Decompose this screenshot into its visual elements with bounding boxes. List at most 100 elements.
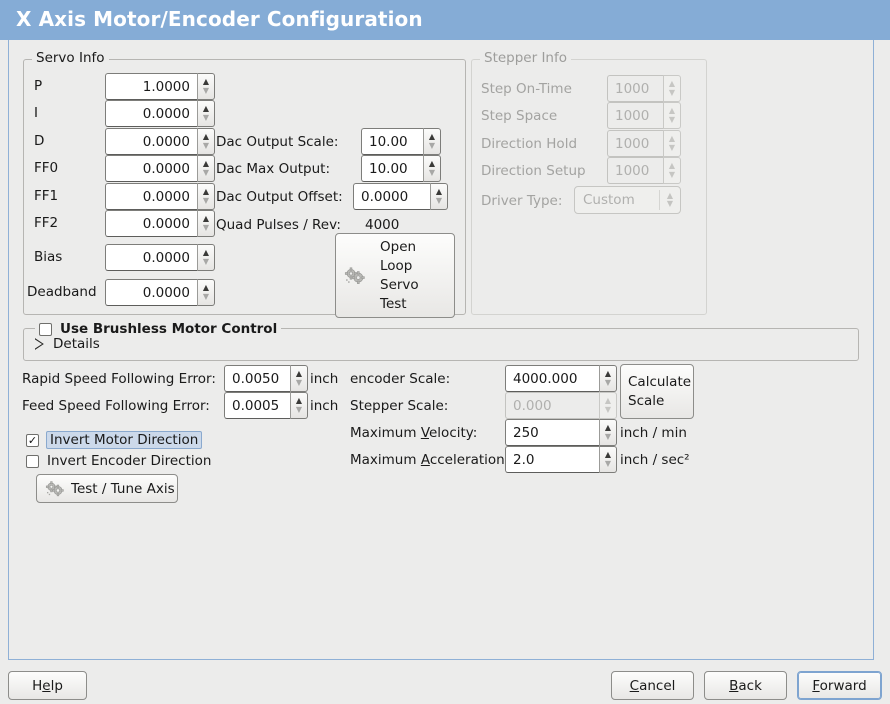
rapid-following-error-value[interactable]: 0.0050 bbox=[224, 365, 290, 392]
servo-input-d-spinner[interactable]: ▲▼ bbox=[197, 128, 215, 155]
encoder-scale-spinner[interactable]: ▲▼ bbox=[599, 365, 617, 392]
spin-down-icon[interactable]: ▼ bbox=[202, 256, 210, 266]
servo-input-ff0[interactable]: 0.0000 ▲▼ bbox=[105, 155, 215, 182]
spin-up-icon[interactable]: ▲ bbox=[668, 133, 676, 143]
spin-down-icon[interactable]: ▼ bbox=[202, 140, 210, 150]
invert-encoder-direction-checkbox[interactable]: Invert Encoder Direction bbox=[26, 453, 211, 469]
stepper-step-on-time-value[interactable]: 1000 bbox=[607, 75, 663, 102]
stepper-direction-setup-value[interactable]: 1000 bbox=[607, 157, 663, 184]
servo-input-ff1[interactable]: 0.0000 ▲▼ bbox=[105, 183, 215, 210]
stepper-step-on-time-spinner[interactable]: ▲▼ bbox=[663, 75, 681, 102]
spin-up-icon[interactable]: ▲ bbox=[202, 213, 210, 223]
help-button[interactable]: Help bbox=[8, 671, 87, 700]
spin-up-icon[interactable]: ▲ bbox=[435, 186, 443, 196]
spin-up-icon[interactable]: ▲ bbox=[202, 131, 210, 141]
spin-down-icon[interactable]: ▼ bbox=[202, 291, 210, 301]
feed-following-error-spinner[interactable]: ▲▼ bbox=[290, 392, 308, 419]
spin-up-icon[interactable]: ▲ bbox=[202, 76, 210, 86]
details-expander[interactable]: Details bbox=[35, 336, 100, 352]
spin-up-icon[interactable]: ▲ bbox=[428, 131, 436, 141]
dac-output-scale-value[interactable]: 10.00 bbox=[361, 128, 423, 155]
stepper-direction-setup-spinner[interactable]: ▲▼ bbox=[663, 157, 681, 184]
rapid-following-error-input[interactable]: 0.0050 ▲▼ bbox=[224, 365, 308, 392]
servo-input-bias[interactable]: 0.0000 ▲▼ bbox=[105, 244, 215, 271]
chevron-updown-icon[interactable]: ▲▼ bbox=[666, 191, 674, 208]
spin-up-icon[interactable]: ▲ bbox=[202, 186, 210, 196]
invert-motor-direction-checkbox[interactable]: ✓ Invert Motor Direction bbox=[26, 431, 203, 449]
spin-down-icon[interactable]: ▼ bbox=[428, 140, 436, 150]
servo-input-ff1-spinner[interactable]: ▲▼ bbox=[197, 183, 215, 210]
back-button[interactable]: Back bbox=[704, 671, 787, 700]
servo-input-ff0-value[interactable]: 0.0000 bbox=[105, 155, 197, 182]
spin-up-icon[interactable]: ▲ bbox=[295, 395, 303, 405]
maximum-velocity-spinner[interactable]: ▲▼ bbox=[599, 419, 617, 446]
servo-input-ff2[interactable]: 0.0000 ▲▼ bbox=[105, 210, 215, 237]
forward-button[interactable]: Forward bbox=[797, 671, 882, 700]
encoder-scale-value[interactable]: 4000.000 bbox=[505, 365, 599, 392]
servo-input-ff2-spinner[interactable]: ▲▼ bbox=[197, 210, 215, 237]
stepper-step-space-spinner[interactable]: ▲▼ bbox=[663, 102, 681, 129]
spin-up-icon[interactable]: ▲ bbox=[604, 422, 612, 432]
spin-up-icon[interactable]: ▲ bbox=[668, 105, 676, 115]
servo-input-i-spinner[interactable]: ▲▼ bbox=[197, 100, 215, 127]
feed-following-error-input[interactable]: 0.0005 ▲▼ bbox=[224, 392, 308, 419]
stepper-scale-value[interactable]: 0.000 bbox=[505, 392, 599, 419]
encoder-scale-input[interactable]: 4000.000 ▲▼ bbox=[505, 365, 617, 392]
servo-input-ff0-spinner[interactable]: ▲▼ bbox=[197, 155, 215, 182]
open-loop-servo-test-button[interactable]: Open Loop Servo Test bbox=[335, 233, 455, 318]
servo-input-i[interactable]: 0.0000 ▲▼ bbox=[105, 100, 215, 127]
servo-input-p-value[interactable]: 1.0000 bbox=[105, 73, 197, 100]
spin-up-icon[interactable]: ▲ bbox=[202, 282, 210, 292]
servo-input-deadband-value[interactable]: 0.0000 bbox=[105, 279, 197, 306]
spin-down-icon[interactable]: ▼ bbox=[295, 404, 303, 414]
servo-input-p-spinner[interactable]: ▲▼ bbox=[197, 73, 215, 100]
spin-up-icon[interactable]: ▲ bbox=[295, 368, 303, 378]
spin-up-icon[interactable]: ▲ bbox=[668, 78, 676, 88]
feed-following-error-value[interactable]: 0.0005 bbox=[224, 392, 290, 419]
driver-type-value[interactable]: Custom bbox=[583, 192, 635, 208]
spin-down-icon[interactable]: ▼ bbox=[202, 195, 210, 205]
checkbox-box[interactable] bbox=[26, 454, 39, 468]
spin-up-icon[interactable]: ▲ bbox=[604, 395, 612, 405]
stepper-direction-hold-spinner[interactable]: ▲▼ bbox=[663, 130, 681, 157]
test-tune-axis-button[interactable]: Test / Tune Axis bbox=[36, 474, 178, 503]
dac-max-output-input[interactable]: 10.00 ▲▼ bbox=[361, 155, 441, 182]
spin-down-icon[interactable]: ▼ bbox=[668, 169, 676, 179]
spin-down-icon[interactable]: ▼ bbox=[202, 167, 210, 177]
stepper-input-step-space[interactable]: 1000 ▲▼ bbox=[607, 102, 681, 129]
dac-max-output-spinner[interactable]: ▲▼ bbox=[423, 155, 441, 182]
servo-input-ff2-value[interactable]: 0.0000 bbox=[105, 210, 197, 237]
stepper-scale-spinner[interactable]: ▲▼ bbox=[599, 392, 617, 419]
stepper-input-direction-setup[interactable]: 1000 ▲▼ bbox=[607, 157, 681, 184]
stepper-input-step-on-time[interactable]: 1000 ▲▼ bbox=[607, 75, 681, 102]
maximum-acceleration-value[interactable]: 2.0 bbox=[505, 446, 599, 473]
spin-down-icon[interactable]: ▼ bbox=[604, 404, 612, 414]
cancel-button[interactable]: Cancel bbox=[611, 671, 694, 700]
spin-down-icon[interactable]: ▼ bbox=[604, 431, 612, 441]
spin-up-icon[interactable]: ▲ bbox=[428, 158, 436, 168]
dac-output-scale-input[interactable]: 10.00 ▲▼ bbox=[361, 128, 441, 155]
servo-input-p[interactable]: 1.0000 ▲▼ bbox=[105, 73, 215, 100]
spin-down-icon[interactable]: ▼ bbox=[604, 458, 612, 468]
spin-down-icon[interactable]: ▼ bbox=[202, 85, 210, 95]
spin-up-icon[interactable]: ▲ bbox=[202, 247, 210, 257]
servo-input-d[interactable]: 0.0000 ▲▼ bbox=[105, 128, 215, 155]
servo-input-d-value[interactable]: 0.0000 bbox=[105, 128, 197, 155]
maximum-velocity-input[interactable]: 250 ▲▼ bbox=[505, 419, 617, 446]
checkbox-box[interactable]: ✓ bbox=[26, 433, 39, 447]
driver-type-select[interactable]: Custom ▲▼ bbox=[574, 186, 681, 214]
dac-output-scale-spinner[interactable]: ▲▼ bbox=[423, 128, 441, 155]
stepper-direction-hold-value[interactable]: 1000 bbox=[607, 130, 663, 157]
dac-output-offset-spinner[interactable]: ▲▼ bbox=[430, 183, 448, 210]
dac-output-offset-input[interactable]: 0.0000 ▲▼ bbox=[353, 183, 448, 210]
stepper-step-space-value[interactable]: 1000 bbox=[607, 102, 663, 129]
maximum-acceleration-input[interactable]: 2.0 ▲▼ bbox=[505, 446, 617, 473]
servo-input-deadband[interactable]: 0.0000 ▲▼ bbox=[105, 279, 215, 306]
spin-up-icon[interactable]: ▲ bbox=[202, 158, 210, 168]
spin-down-icon[interactable]: ▼ bbox=[202, 222, 210, 232]
maximum-velocity-value[interactable]: 250 bbox=[505, 419, 599, 446]
spin-down-icon[interactable]: ▼ bbox=[668, 87, 676, 97]
servo-input-deadband-spinner[interactable]: ▲▼ bbox=[197, 279, 215, 306]
servo-input-bias-value[interactable]: 0.0000 bbox=[105, 244, 197, 271]
maximum-acceleration-spinner[interactable]: ▲▼ bbox=[599, 446, 617, 473]
